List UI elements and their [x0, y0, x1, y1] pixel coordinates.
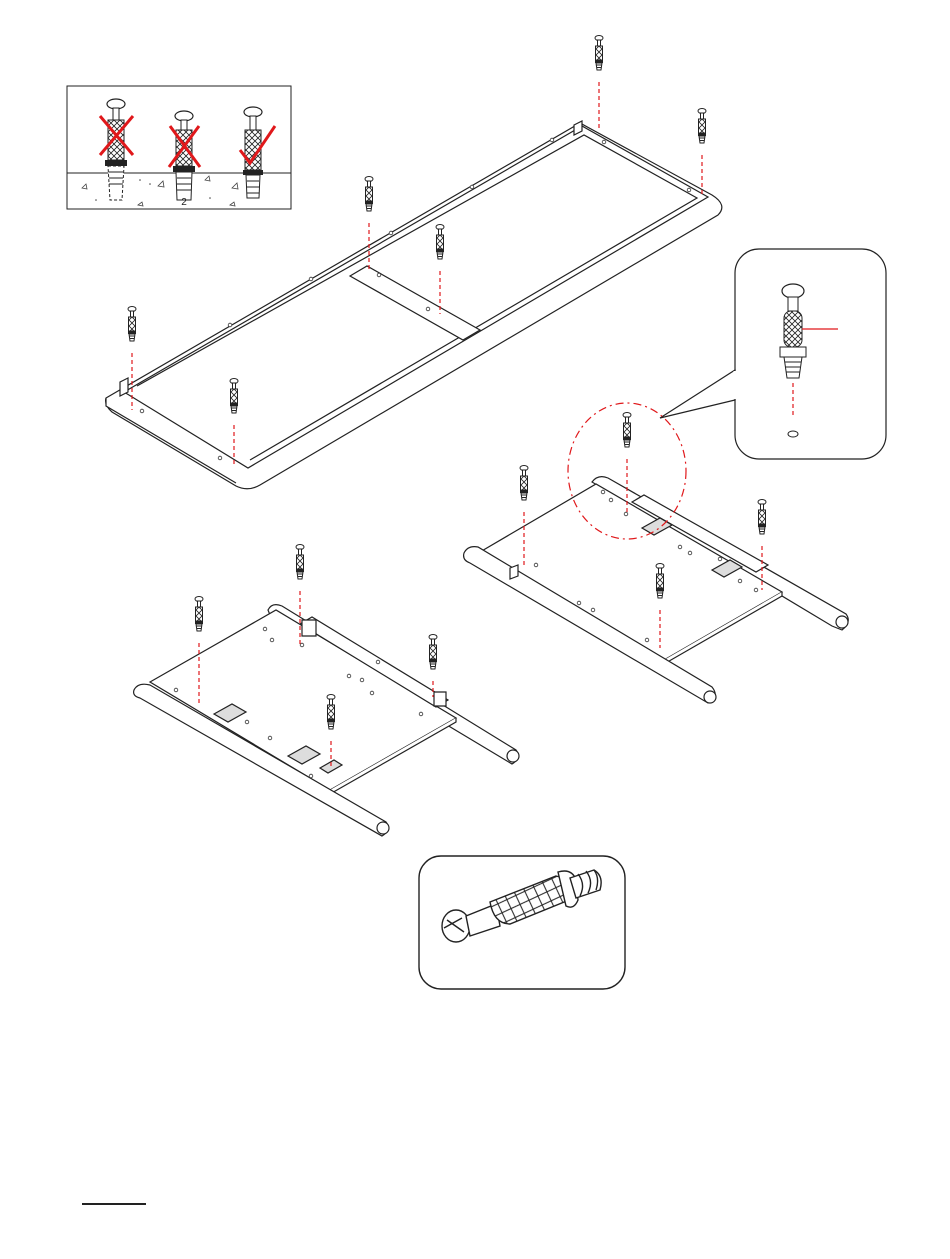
- depth-guide-label: 2: [181, 197, 187, 208]
- left-leg-panel: [134, 605, 519, 836]
- depth-guide-inset: 2: [67, 86, 291, 209]
- bolt-detail-callout: [660, 249, 886, 459]
- hardware-detail-box: [419, 856, 625, 989]
- right-leg-panel: [464, 477, 849, 703]
